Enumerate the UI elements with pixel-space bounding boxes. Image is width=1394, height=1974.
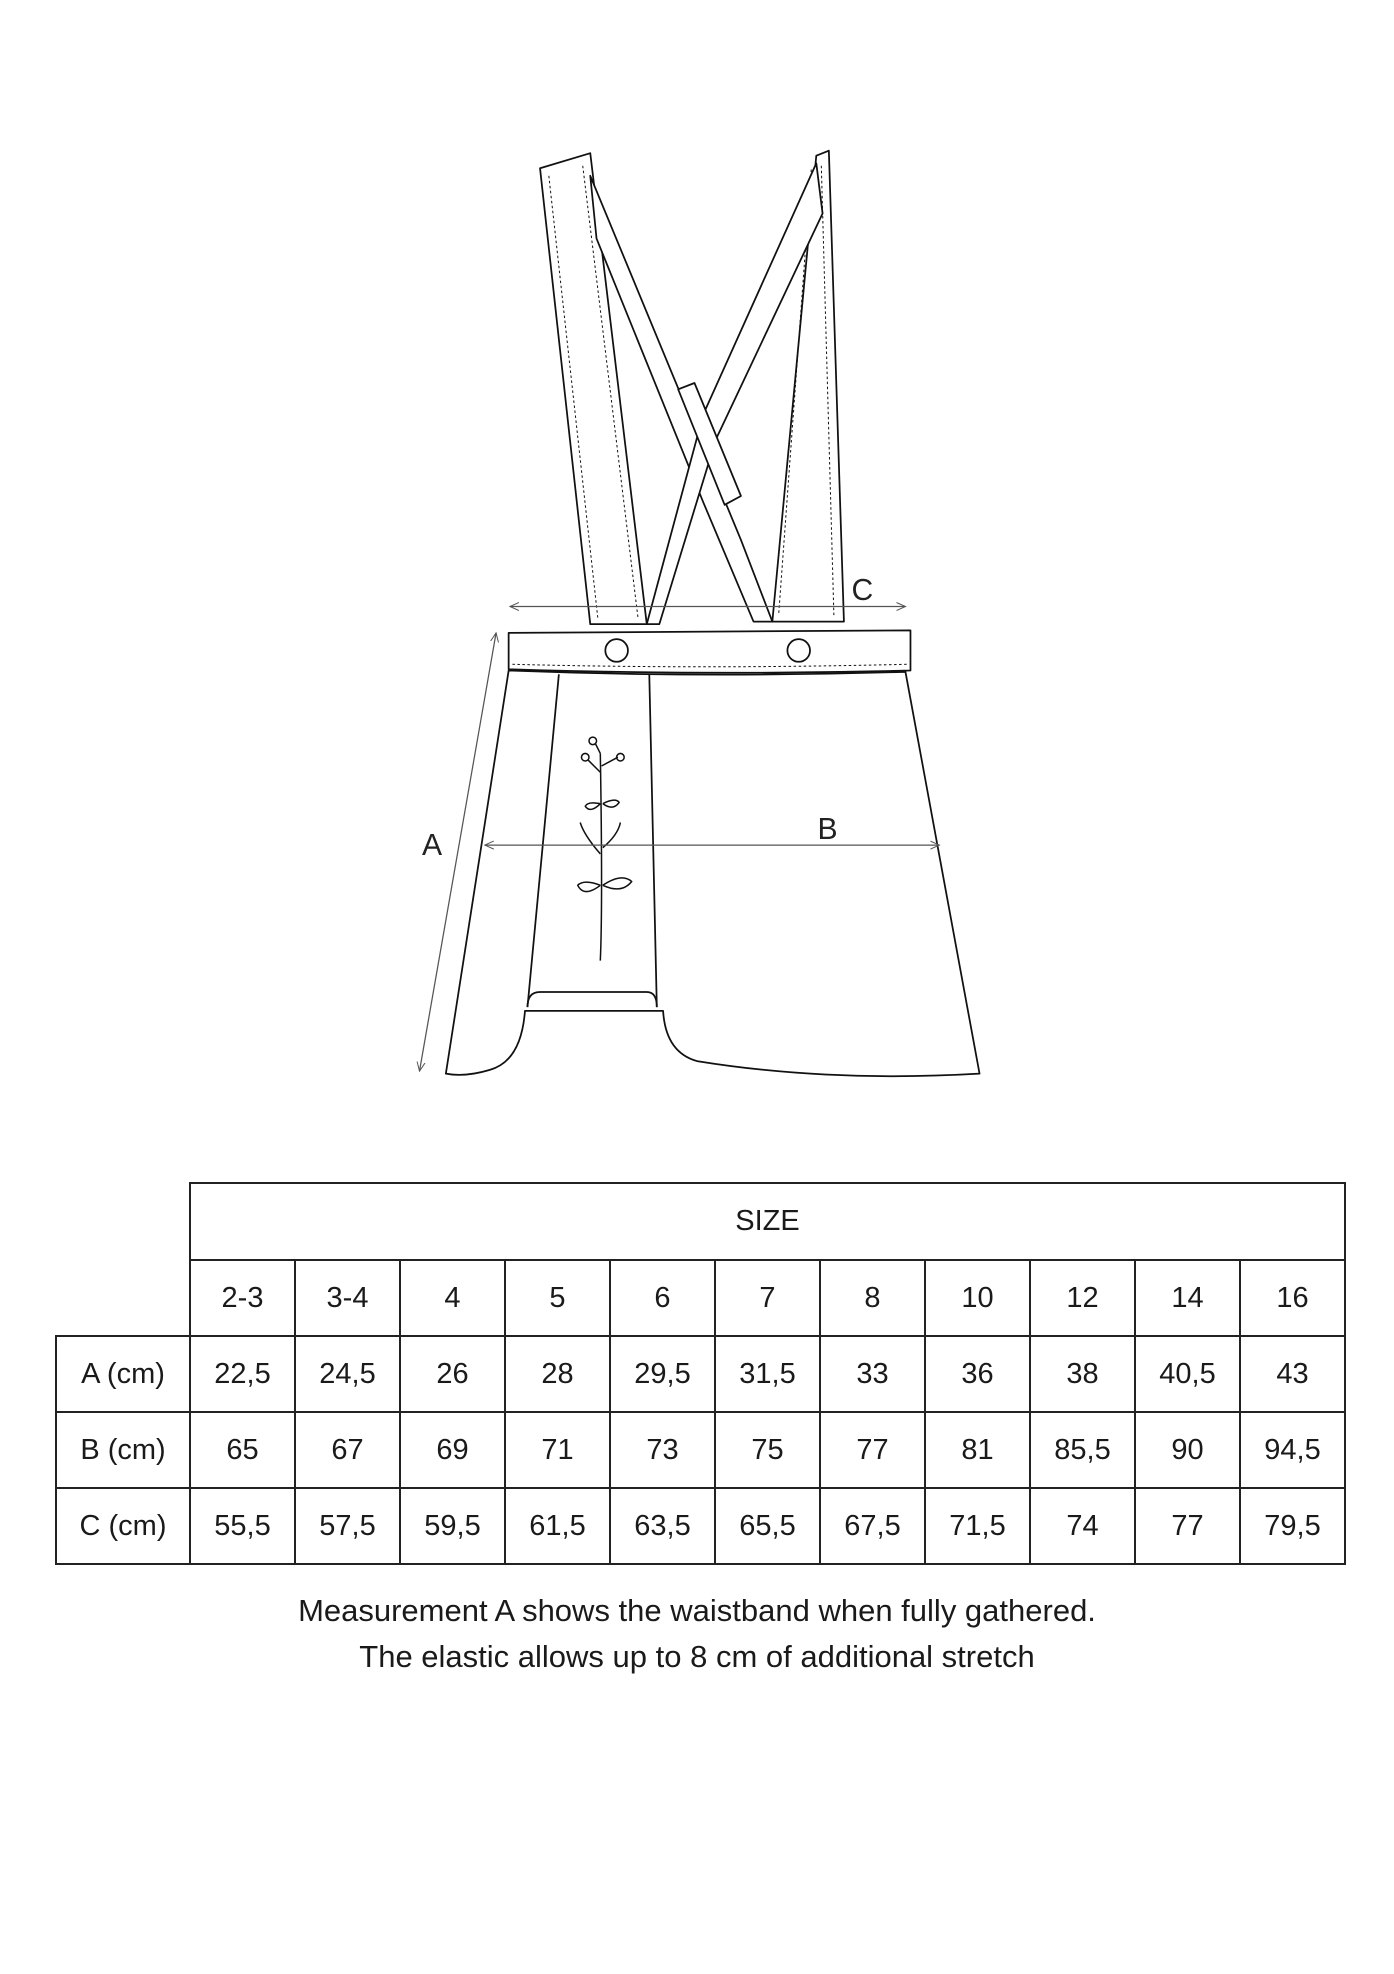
value-cell: 71 [504, 1411, 611, 1489]
corner-cell [56, 1183, 190, 1260]
value-cell: 94,5 [1239, 1411, 1346, 1489]
measure-arrow-a [419, 633, 496, 1071]
value-cell: 90 [1134, 1411, 1241, 1489]
value-cell: 79,5 [1239, 1487, 1346, 1565]
size-cell: 2-3 [189, 1259, 296, 1337]
size-cell: 5 [504, 1259, 611, 1337]
size-cell: 6 [609, 1259, 716, 1337]
size-header: SIZE [189, 1182, 1346, 1261]
size-cell: 4 [399, 1259, 506, 1337]
size-cell: 10 [924, 1259, 1031, 1337]
value-cell: 67 [294, 1411, 401, 1489]
left-strap [539, 152, 648, 625]
caption-line-1: Measurement A shows the waistband when f… [298, 1593, 1096, 1628]
button [604, 638, 629, 663]
right-strap [771, 149, 845, 623]
caption-line-2: The elastic allows up to 8 cm of additio… [359, 1639, 1035, 1674]
row-header: C (cm) [55, 1487, 191, 1565]
value-cell: 65,5 [714, 1487, 821, 1565]
value-cell: 67,5 [819, 1487, 926, 1565]
value-cell: 55,5 [189, 1487, 296, 1565]
value-cell: 63,5 [609, 1487, 716, 1565]
row-header: A (cm) [55, 1335, 191, 1413]
skirt-body [444, 669, 981, 1078]
value-cell: 85,5 [1029, 1411, 1136, 1489]
value-cell: 22,5 [189, 1335, 296, 1413]
size-cell: 12 [1029, 1259, 1136, 1337]
value-cell: 65 [189, 1411, 296, 1489]
value-cell: 43 [1239, 1335, 1346, 1413]
flower-embroidery [576, 736, 633, 961]
value-cell: 24,5 [294, 1335, 401, 1413]
label-b: B [818, 813, 838, 846]
caption: Measurement A shows the waistband when f… [0, 1588, 1394, 1680]
value-cell: 29,5 [609, 1335, 716, 1413]
value-cell: 61,5 [504, 1487, 611, 1565]
value-cell: 77 [1134, 1487, 1241, 1565]
label-c: C [851, 574, 873, 607]
value-cell: 77 [819, 1411, 926, 1489]
value-cell: 73 [609, 1411, 716, 1489]
value-cell: 75 [714, 1411, 821, 1489]
value-cell: 74 [1029, 1487, 1136, 1565]
size-cell: 16 [1239, 1259, 1346, 1337]
value-cell: 57,5 [294, 1487, 401, 1565]
value-cell: 26 [399, 1335, 506, 1413]
value-cell: 36 [924, 1335, 1031, 1413]
button [786, 638, 811, 663]
size-cell: 14 [1134, 1259, 1241, 1337]
value-cell: 28 [504, 1335, 611, 1413]
value-cell: 31,5 [714, 1335, 821, 1413]
label-a: A [422, 829, 443, 862]
value-cell: 40,5 [1134, 1335, 1241, 1413]
value-cell: 69 [399, 1411, 506, 1489]
size-cell: 8 [819, 1259, 926, 1337]
value-cell: 38 [1029, 1335, 1136, 1413]
value-cell: 71,5 [924, 1487, 1031, 1565]
pocket [526, 991, 658, 1008]
value-cell: 81 [924, 1411, 1031, 1489]
size-cell: 7 [714, 1259, 821, 1337]
strap-keeper [677, 382, 742, 506]
size-cell: 3-4 [294, 1259, 401, 1337]
value-cell: 59,5 [399, 1487, 506, 1565]
corner-cell [56, 1260, 190, 1336]
value-cell: 33 [819, 1335, 926, 1413]
row-header: B (cm) [55, 1411, 191, 1489]
